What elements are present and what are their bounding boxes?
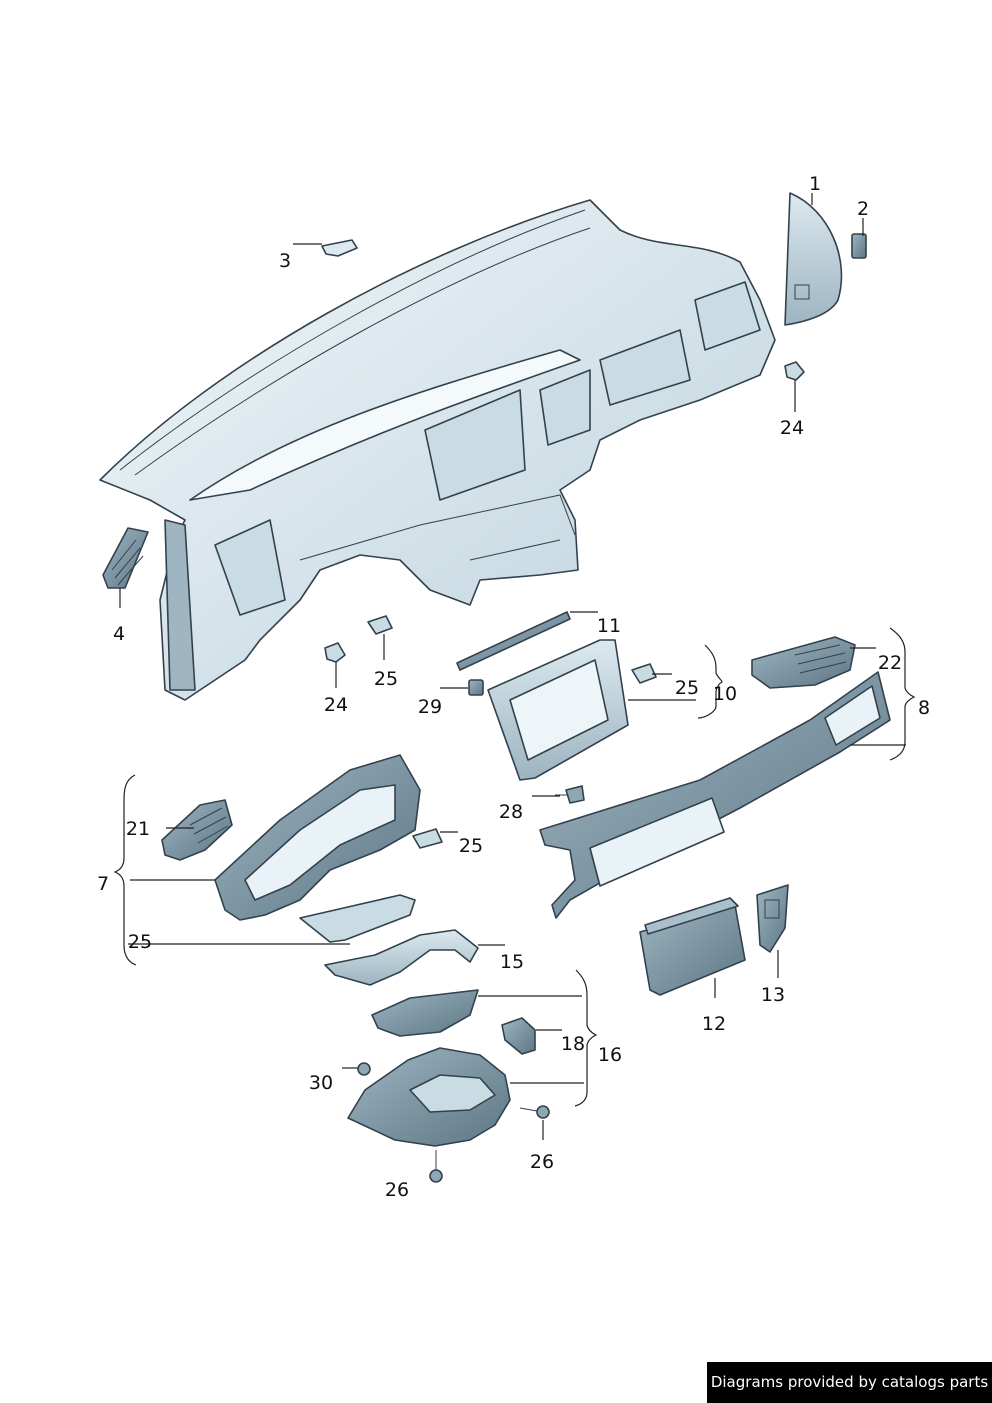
bracket-part-10 — [487, 639, 629, 781]
callout-4: 4 — [113, 623, 125, 645]
callout-24-top: 24 — [780, 417, 804, 439]
cap-part-3 — [321, 239, 358, 257]
vent-part-22 — [751, 636, 856, 689]
end-cap-part-1 — [784, 192, 843, 326]
callout-30: 30 — [309, 1072, 333, 1094]
screw-part-26-bottom — [429, 1150, 443, 1183]
clip-part-25-a — [367, 615, 393, 635]
callout-2: 2 — [857, 198, 869, 220]
clip-part-25-c — [412, 828, 443, 849]
cluster-bezel-part-7 — [214, 754, 421, 921]
callout-24-mid: 24 — [324, 694, 348, 716]
callout-10: 10 — [713, 683, 737, 705]
cover-part-18 — [501, 1017, 536, 1055]
callout-25-a: 25 — [374, 668, 398, 690]
callout-1: 1 — [809, 173, 821, 195]
clip-part-24-top — [784, 361, 805, 381]
callout-26-right: 26 — [530, 1151, 554, 1173]
callout-15: 15 — [500, 951, 524, 973]
switch-panel-part-13 — [756, 884, 789, 953]
trim-panel-part-8 — [539, 671, 891, 919]
clip-part-29 — [468, 679, 484, 696]
credit-banner: Diagrams provided by catalogs parts — [707, 1362, 992, 1403]
vent-part-21 — [161, 799, 233, 861]
nut-part-30 — [357, 1062, 371, 1076]
clip-part-25-b — [631, 663, 657, 684]
screw-part-28 — [555, 785, 585, 804]
clip-part-24-mid — [324, 642, 346, 663]
screw-part-26-right — [519, 1105, 550, 1119]
callout-25-b: 25 — [675, 677, 699, 699]
trim-strip-part-11 — [456, 611, 571, 671]
shroud-upper-part-16 — [371, 989, 479, 1037]
callout-12: 12 — [702, 1013, 726, 1035]
callout-3: 3 — [279, 250, 291, 272]
callout-11: 11 — [597, 615, 621, 637]
callout-13: 13 — [761, 984, 785, 1006]
callout-29: 29 — [418, 696, 442, 718]
callout-8: 8 — [918, 697, 930, 719]
callout-18: 18 — [561, 1033, 585, 1055]
lower-panel-part-25 — [299, 894, 416, 943]
callout-25-c: 25 — [459, 835, 483, 857]
callout-28: 28 — [499, 801, 523, 823]
storage-box-part-12 — [639, 897, 746, 996]
callout-21: 21 — [126, 818, 150, 840]
callout-labels: 1 2 3 24 4 24 25 11 29 25 10 22 8 28 21 … — [97, 173, 930, 1201]
clip-part-2 — [851, 233, 867, 259]
callout-16: 16 — [598, 1044, 622, 1066]
callout-26-bottom: 26 — [385, 1179, 409, 1201]
side-vent-part-4 — [102, 527, 149, 589]
callout-22: 22 — [878, 652, 902, 674]
callout-25-d: 25 — [128, 931, 152, 953]
shroud-lower-part-16 — [347, 1047, 511, 1147]
dashboard-panel — [99, 199, 776, 701]
callout-7: 7 — [97, 873, 109, 895]
leader-lines — [113, 193, 916, 1140]
column-cover-part-15 — [324, 929, 479, 986]
